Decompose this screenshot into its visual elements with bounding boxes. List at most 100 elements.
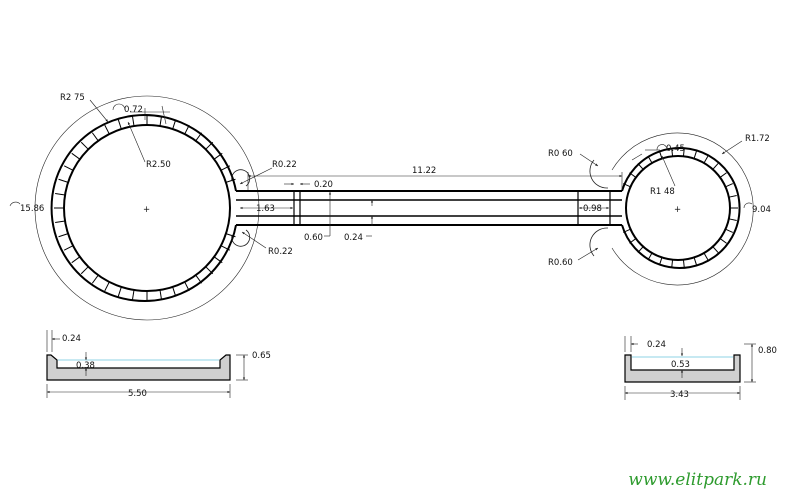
big-pool-tile-joint bbox=[184, 124, 190, 135]
big-pool-outer-wall bbox=[50, 114, 237, 302]
big-pool-tile-joint bbox=[71, 152, 81, 160]
small-pool: + bbox=[611, 132, 754, 286]
big-pool-tile-joint bbox=[91, 132, 99, 142]
small-pool-tile-joint bbox=[671, 259, 674, 268]
watermark-text: www.elitpark.ru bbox=[628, 470, 767, 490]
big-pool-center-mark: + bbox=[143, 205, 150, 215]
big-pool-tile-joint bbox=[55, 220, 66, 224]
small-pool-inner-radius-label: R1 48 bbox=[650, 187, 675, 197]
big-pool-tile-joint bbox=[55, 192, 66, 196]
fillet-left-top-label: R0.22 bbox=[272, 160, 297, 170]
fillet-right-bottom-label: R0.60 bbox=[548, 258, 573, 268]
small-section-height-label: 0.80 bbox=[758, 346, 777, 356]
big-pool-tile-joint bbox=[63, 245, 74, 251]
small-pool-outer-wall bbox=[621, 147, 741, 269]
big-pool-tile-joint bbox=[131, 116, 135, 127]
small-pool-tile-joint bbox=[693, 150, 698, 159]
big-pool-tile-joint bbox=[104, 281, 110, 292]
plan-dimensions bbox=[9, 99, 753, 261]
small-pool-tile-joint bbox=[725, 183, 734, 188]
big-pool-section: 0.24 0.38 0.65 5.50 bbox=[46, 330, 271, 399]
small-pool-tile-joint bbox=[728, 218, 737, 221]
channel-length-label: 11.22 bbox=[412, 166, 436, 176]
big-pool-tile-joint bbox=[91, 274, 99, 284]
small-pool-center-mark: + bbox=[674, 205, 681, 215]
small-pool-tile-joint bbox=[647, 155, 653, 164]
small-pool-tile-joint bbox=[637, 246, 644, 253]
big-pool-tiles bbox=[54, 115, 236, 301]
small-pool-outer-radius-label: R1.72 bbox=[745, 134, 770, 144]
big-pool-tile-joint bbox=[159, 289, 163, 300]
big-pool-outer-radius-label: R2 75 bbox=[60, 93, 85, 103]
big-pool-tile-joint bbox=[195, 132, 203, 142]
fillets bbox=[231, 159, 609, 257]
small-pool-tile-joint bbox=[622, 228, 631, 233]
channel-left-segment-label: 1.63 bbox=[256, 204, 275, 214]
big-pool-tile-joint bbox=[117, 286, 122, 297]
small-pool-tile-joint bbox=[693, 257, 698, 266]
big-pool-tile-joint bbox=[195, 274, 203, 284]
channel-inner-width-label: 0.24 bbox=[344, 233, 363, 243]
small-section-wall-label: 0.24 bbox=[647, 340, 666, 350]
small-pool-tile-joint bbox=[682, 259, 685, 268]
small-section-width-label: 3.43 bbox=[670, 390, 689, 400]
big-pool-tile-joint bbox=[80, 266, 89, 275]
big-pool-tile-size-label: 0.72 bbox=[124, 105, 143, 115]
small-pool-tile-joint bbox=[712, 246, 719, 253]
plan-dimension-labels: R2 75 0.72 R2.50 15.86 R1.72 0.45 R1 48 … bbox=[20, 93, 771, 268]
small-pool-dimension-arc bbox=[611, 132, 754, 286]
big-pool-tile-joint bbox=[205, 141, 214, 150]
big-pool-tile-joint bbox=[63, 165, 74, 171]
channel-right-segment-label: 0.98 bbox=[583, 204, 602, 214]
big-pool-tile-joint bbox=[80, 141, 89, 150]
small-pool-tile-size-label: 0.45 bbox=[666, 144, 685, 154]
big-pool-tile-joint bbox=[213, 256, 223, 264]
channel bbox=[236, 190, 622, 226]
big-section-height-label: 0.65 bbox=[252, 351, 271, 361]
big-pool-tile-joint bbox=[131, 289, 135, 300]
big-pool: + bbox=[34, 95, 260, 321]
small-pool-tile-joint bbox=[703, 252, 709, 261]
small-pool-tile-joint bbox=[682, 148, 685, 157]
small-pool-tile-joint bbox=[719, 238, 727, 244]
small-pool-tile-joint bbox=[719, 172, 727, 178]
small-pool-tile-joint bbox=[712, 163, 719, 170]
fillet-right-top-label: R0 60 bbox=[548, 149, 573, 159]
small-pool-tile-joint bbox=[728, 195, 737, 198]
big-pool-tile-joint bbox=[205, 266, 214, 275]
small-pool-tile-joint bbox=[637, 163, 644, 170]
small-section-shape bbox=[624, 354, 741, 383]
small-pool-tile-joint bbox=[622, 183, 631, 188]
small-pool-tile-joint bbox=[647, 252, 653, 261]
big-pool-tile-joint bbox=[104, 124, 110, 135]
big-pool-tile-joint bbox=[184, 281, 190, 292]
big-pool-tile-joint bbox=[220, 245, 231, 251]
big-pool-tile-joint bbox=[172, 119, 177, 130]
big-pool-tile-joint bbox=[172, 286, 177, 297]
big-pool-tile-joint bbox=[71, 256, 81, 264]
fillet-left-bottom-label: R0.22 bbox=[268, 247, 293, 257]
big-section-width-label: 5.50 bbox=[128, 389, 147, 399]
small-pool-arc-length-label: 9.04 bbox=[752, 205, 771, 215]
big-pool-tile-joint bbox=[58, 178, 69, 183]
small-pool-tile-joint bbox=[703, 155, 709, 164]
small-pool-tile-joint bbox=[658, 150, 663, 159]
small-pool-tiles bbox=[622, 148, 738, 268]
small-pool-tile-joint bbox=[671, 148, 674, 157]
small-section-depth-label: 0.53 bbox=[671, 360, 690, 370]
small-pool-tile-joint bbox=[658, 257, 663, 266]
channel-width-label: 0.60 bbox=[304, 233, 323, 243]
big-pool-tile-joint bbox=[220, 165, 231, 171]
big-pool-tile-joint bbox=[213, 152, 223, 160]
big-section-shape bbox=[46, 354, 231, 381]
big-pool-tile-joint bbox=[117, 119, 122, 130]
big-pool-tile-joint bbox=[58, 233, 69, 238]
big-pool-tile-joint bbox=[159, 116, 163, 127]
big-pool-inner-radius-label: R2.50 bbox=[146, 160, 171, 170]
big-section-wall-label: 0.24 bbox=[62, 334, 81, 344]
big-pool-tile-joint bbox=[225, 178, 236, 183]
channel-wall-label: 0.20 bbox=[314, 180, 333, 190]
big-pool-tile-joint bbox=[225, 233, 236, 238]
small-pool-tile-joint bbox=[629, 238, 637, 244]
small-pool-section: 0.24 0.53 0.80 3.43 bbox=[624, 336, 777, 400]
